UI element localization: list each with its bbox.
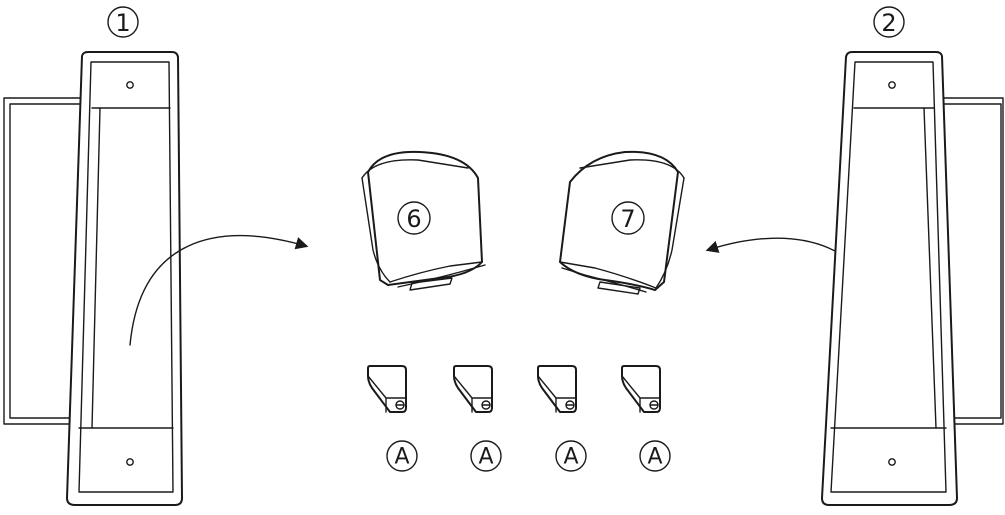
callout-2: 2 [873, 6, 905, 38]
left-speaker-top-hole [126, 81, 134, 89]
callout-7-label: 7 [620, 205, 635, 233]
callout-1-label: 1 [115, 9, 130, 37]
right-speaker-top-hole [888, 81, 896, 89]
callout-a-3: A [555, 440, 587, 472]
callout-a-4-label: A [647, 445, 662, 470]
left-speaker-column [66, 51, 183, 506]
fastener-a-3 [537, 365, 577, 413]
end-cap-6: 6 [361, 150, 486, 291]
callout-a-4: A [639, 440, 671, 472]
callout-a-3-label: A [563, 445, 578, 470]
callout-7: 7 [611, 201, 645, 235]
right-speaker-bottom-hole [888, 458, 896, 466]
callout-2-label: 2 [881, 9, 896, 37]
fastener-a-1 [367, 365, 407, 413]
left-curved-arrow [129, 235, 309, 346]
right-speaker-column [821, 51, 958, 506]
callout-a-2: A [470, 440, 502, 472]
fastener-group: A A A A [367, 365, 671, 472]
callout-6-label: 6 [406, 205, 421, 233]
callout-1: 1 [107, 6, 139, 38]
end-cap-7: 7 [559, 150, 685, 295]
fastener-a-4 [621, 365, 661, 413]
left-speaker-bottom-hole [126, 458, 134, 466]
left-speaker: 1 [3, 6, 183, 506]
callout-a-2-label: A [478, 445, 493, 470]
callout-a-1-label: A [394, 445, 409, 470]
callout-a-1: A [386, 440, 418, 472]
right-speaker: 2 [821, 6, 1004, 506]
fastener-a-2 [453, 365, 493, 413]
callout-6: 6 [397, 201, 431, 235]
